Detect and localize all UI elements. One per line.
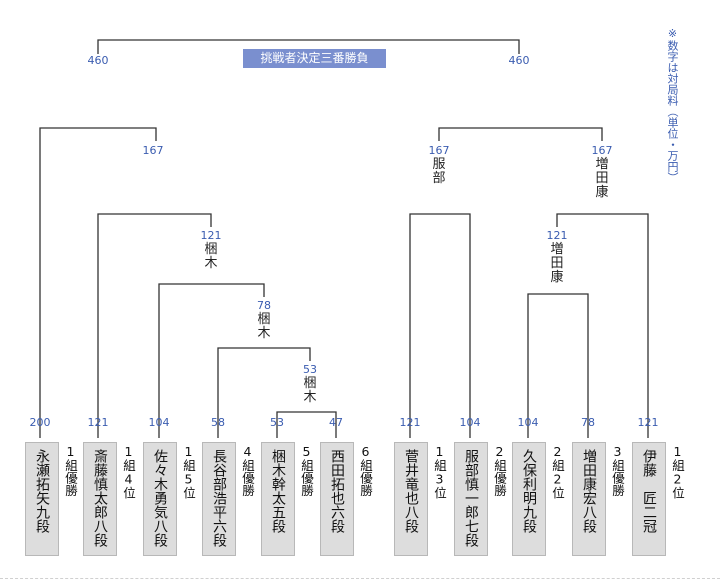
- player-result: 2組優勝: [492, 444, 507, 497]
- player-name: 佐々木勇気八段: [143, 442, 177, 556]
- match-winner: 増田康: [550, 242, 564, 285]
- match-prize: 167: [142, 144, 164, 157]
- match-prize: 121: [546, 229, 568, 242]
- player-name: 菅井竜也八段: [394, 442, 428, 556]
- match-prize: 121: [200, 229, 222, 242]
- player-result: 6組優勝: [358, 444, 373, 497]
- final-prize-left: 460: [87, 54, 109, 67]
- player-name: 永瀬拓矢九段: [25, 442, 59, 556]
- bracket-title: 挑戦者決定三番勝負: [243, 49, 386, 68]
- connector-right-bottom-pair: [527, 293, 589, 438]
- connector-78: [158, 283, 265, 438]
- bottom-divider: [0, 578, 720, 579]
- prize-unit-note: ※数字は対局料（単位・万円）: [666, 27, 679, 183]
- connector-bottom-pair: [276, 411, 337, 438]
- player-name: 梱木幹太五段: [261, 442, 295, 556]
- match-prize: 78: [257, 299, 271, 312]
- player-prize: 53: [270, 416, 284, 429]
- connector-right-top: [438, 127, 603, 141]
- final-prize-right: 460: [508, 54, 530, 67]
- player-name: 斎藤慎太郎八段: [83, 442, 117, 556]
- player-result: 5組優勝: [299, 444, 314, 497]
- player-name: 長谷部浩平六段: [202, 442, 236, 556]
- player-name: 服部慎一郎七段: [454, 442, 488, 556]
- player-prize: 58: [211, 416, 225, 429]
- match-winner: 増田康: [595, 157, 609, 200]
- player-result: 1組5位: [181, 444, 196, 499]
- player-result: 2組2位: [550, 444, 565, 499]
- player-prize: 121: [87, 416, 109, 429]
- connector-right-167a: [409, 213, 471, 438]
- player-result: 3組優勝: [610, 444, 625, 497]
- player-result: 1組優勝: [63, 444, 78, 497]
- final-connector: [97, 39, 520, 54]
- player-prize: 78: [581, 416, 595, 429]
- player-result: 1組4位: [121, 444, 136, 499]
- match-prize: 53: [303, 363, 317, 376]
- player-result: 1組2位: [670, 444, 685, 499]
- player-prize: 104: [517, 416, 539, 429]
- match-winner: 梱木: [257, 312, 271, 341]
- player-prize: 47: [329, 416, 343, 429]
- connector-left-167: [39, 127, 157, 438]
- match-winner: 梱木: [204, 242, 218, 271]
- player-result: 1組3位: [432, 444, 447, 499]
- player-name: 西田拓也六段: [320, 442, 354, 556]
- player-prize: 121: [637, 416, 659, 429]
- match-prize: 167: [591, 144, 613, 157]
- connector-53: [217, 347, 311, 438]
- player-name: 久保利明九段: [512, 442, 546, 556]
- player-prize: 121: [399, 416, 421, 429]
- match-winner: 梱木: [303, 376, 317, 405]
- player-prize: 104: [148, 416, 170, 429]
- connector-left-121: [97, 213, 212, 438]
- match-winner: 服部: [432, 157, 446, 186]
- player-name: 伊藤 匠二冠: [632, 442, 666, 556]
- player-prize: 104: [459, 416, 481, 429]
- match-prize: 167: [428, 144, 450, 157]
- player-result: 4組優勝: [240, 444, 255, 497]
- player-name: 増田康宏八段: [572, 442, 606, 556]
- connector-right-121: [556, 213, 649, 438]
- player-prize: 200: [29, 416, 51, 429]
